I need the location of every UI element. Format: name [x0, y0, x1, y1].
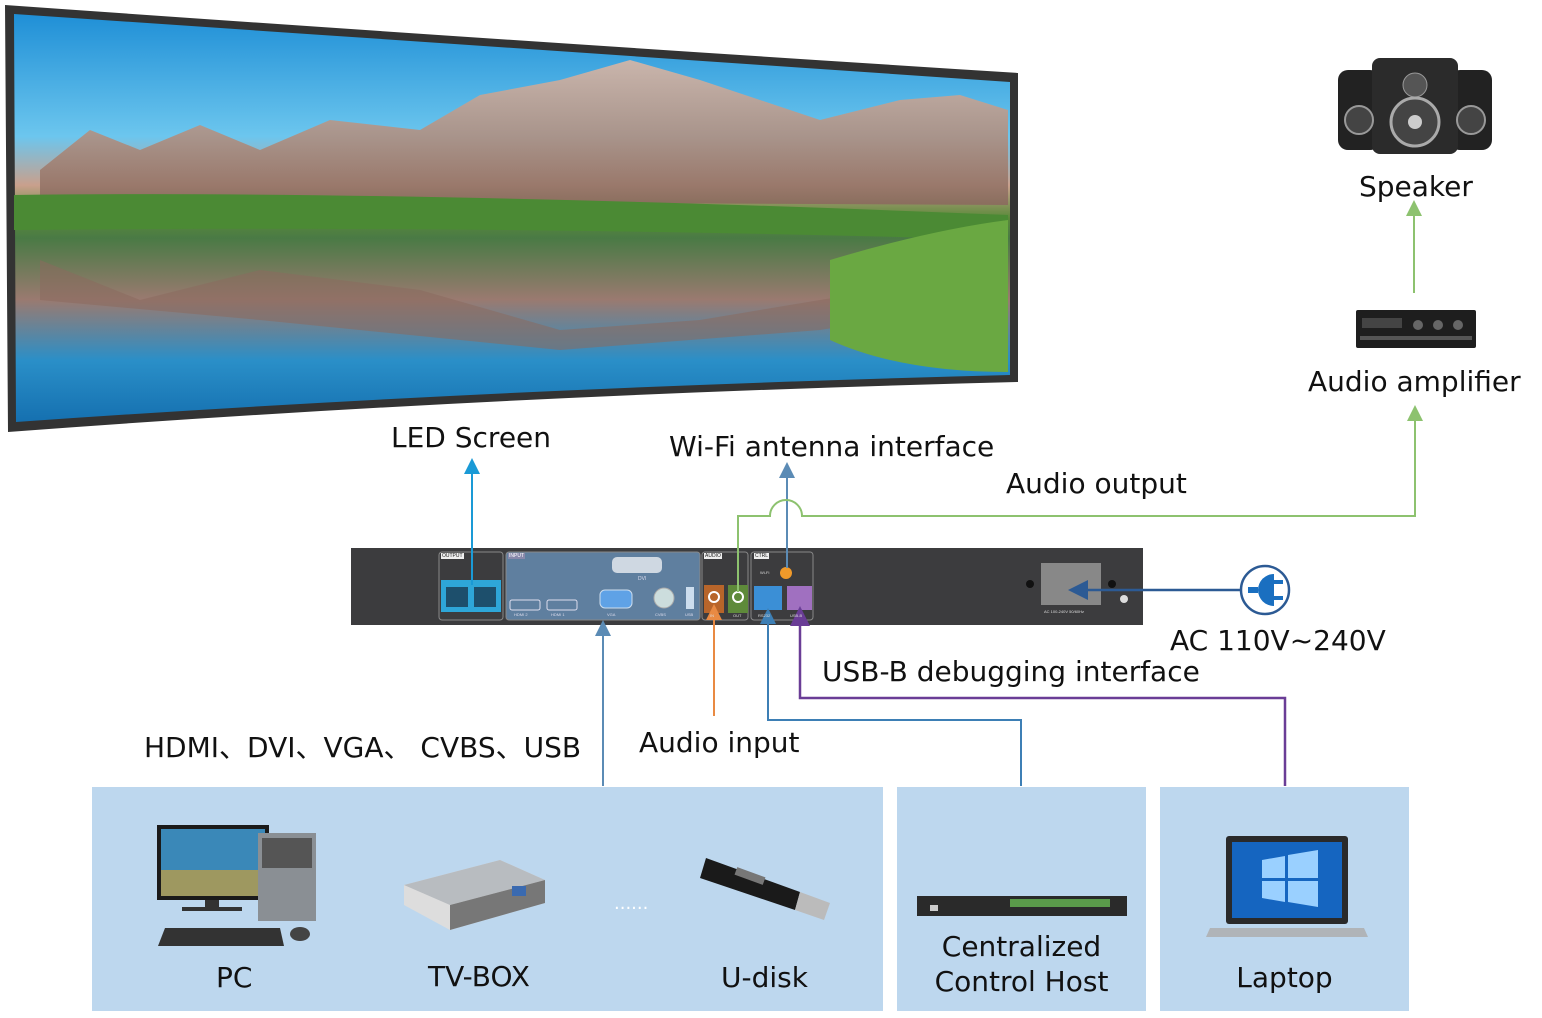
- audio-amplifier-icon: [1356, 310, 1476, 348]
- ellipsis-label: ......: [614, 893, 649, 914]
- panel-label-hdmi1: HDMI 1: [551, 612, 565, 617]
- panel-label-dvi: DVI: [638, 576, 647, 582]
- led-screen-label: LED Screen: [391, 421, 552, 454]
- audio-output-label: Audio output: [1006, 467, 1187, 500]
- power-plug-icon: [1239, 564, 1291, 616]
- usbb-line: [790, 606, 1287, 786]
- u-disk-label: U-disk: [721, 961, 808, 994]
- panel-label-power-rating: AC 100-240V 50/60Hz: [1044, 609, 1085, 614]
- usb-b-label: USB-B debugging interface: [822, 655, 1200, 688]
- tv-box-label: TV-BOX: [428, 960, 530, 993]
- panel-label-audio: AUDIO: [704, 553, 722, 559]
- ac-power-label: AC 110V~240V: [1170, 624, 1386, 657]
- pc-label: PC: [216, 961, 253, 994]
- control-host-label-2: Control Host: [934, 965, 1109, 998]
- wifi-label: Wi-Fi antenna interface: [669, 430, 995, 463]
- panel-label-wifi: Wi-Fi: [760, 570, 770, 575]
- speaker-label: Speaker: [1359, 170, 1473, 203]
- control-host-label-1: Centralized: [941, 930, 1102, 963]
- audio-input-label: Audio input: [639, 726, 800, 759]
- inputs-label: HDMI、DVI、VGA、 CVBS、USB: [144, 731, 582, 764]
- panel-label-cvbs: CVBS: [655, 612, 666, 617]
- panel-label-hdmi2: HDMI 2: [514, 612, 528, 617]
- media-player-rear-panel: [351, 548, 1143, 625]
- panel-label-output: OUTPUT: [441, 553, 464, 559]
- audio-amplifier-label: Audio amplifier: [1308, 365, 1521, 398]
- panel-label-ctrl: CTRL: [754, 553, 770, 559]
- tv-box-icon: [404, 860, 545, 930]
- rs232-line: [760, 608, 1022, 786]
- panel-label-input: INPUT: [508, 553, 525, 559]
- laptop-label: Laptop: [1236, 961, 1333, 994]
- laptop-icon: [1206, 836, 1368, 937]
- u-disk-icon: [700, 858, 830, 920]
- led-screen-image: [5, 5, 1018, 432]
- panel-label-usbb: USB-B: [790, 613, 803, 618]
- panel-label-rs232: RS232: [758, 613, 771, 618]
- panel-label-audio-in: IN: [710, 613, 714, 618]
- panel-label-vga: VGA: [607, 612, 616, 617]
- panel-label-audio-out: OUT: [733, 613, 742, 618]
- pc-icon: [157, 825, 316, 946]
- speaker-icon: [1338, 58, 1492, 154]
- panel-label-usb: USB: [685, 612, 694, 617]
- control-host-icon: [917, 896, 1127, 916]
- audio-output-line: [737, 405, 1423, 592]
